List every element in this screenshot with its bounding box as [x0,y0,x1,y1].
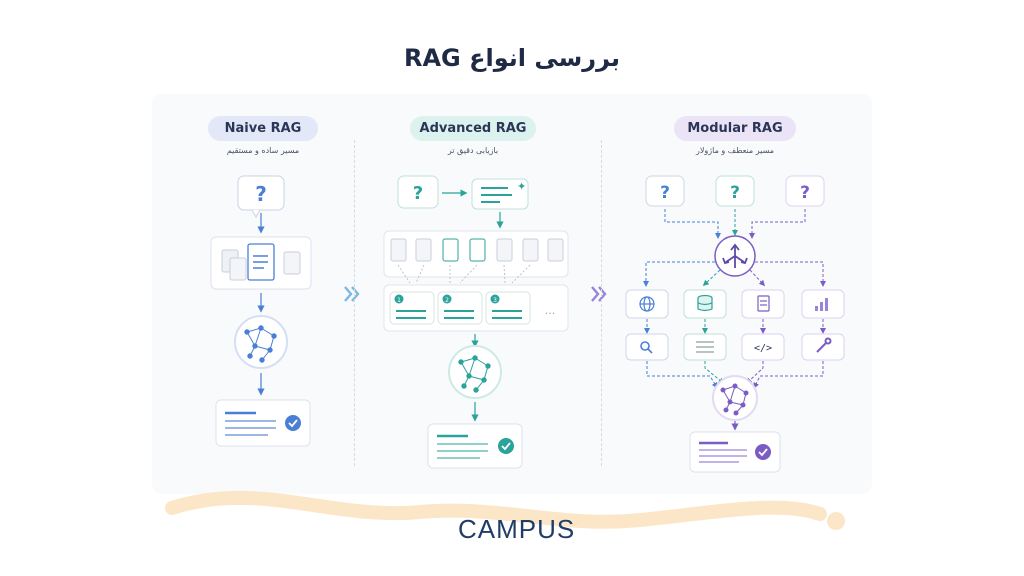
list-icon [696,341,714,353]
search-tool [625,333,669,361]
question-bubble [397,175,439,209]
question-icon: ? [255,182,267,206]
svg-text:3: 3 [493,297,497,304]
column-divider [601,140,602,466]
database-icon [697,294,713,312]
campus-logo: CAMPUS [458,514,576,544]
check-icon [498,438,514,454]
advanced-flow: ? ✦ 1 2 3 ... [383,175,569,469]
naive-flow: ? [210,175,312,447]
check-icon [755,444,771,460]
question-bubble [237,175,285,211]
naive-rag-subtitle: مسیر ساده و مستقیم [226,146,300,155]
svg-text:1: 1 [397,297,401,304]
question-icon: ? [730,183,740,203]
naive-rag-label: Naive RAG [208,116,318,141]
column-arrow-2 [591,286,607,302]
question-icon: ? [800,183,810,203]
advanced-rag-subtitle: بازیابی دقیق تر [447,146,499,155]
svg-text:2: 2 [445,297,449,304]
more-ellipsis: ... [545,304,556,317]
candidate-documents [390,238,564,262]
question-bubble-3 [785,175,825,207]
question-icon: ? [660,183,670,203]
question-bubble-2 [715,175,755,207]
bar-chart-icon [815,298,828,311]
wave-decoration [165,490,827,529]
column-divider [354,140,355,466]
modular-rag-label: Modular RAG [674,116,796,141]
question-bubble-1 [645,175,685,207]
code-tool [741,333,785,361]
search-icon [640,341,653,354]
modular-flow: ? ? ? [625,175,845,473]
advanced-rag-label: Advanced RAG [410,116,536,141]
code-icon: </> [754,343,772,354]
globe-icon [639,296,655,312]
sparkle-icon: ✦ [517,180,526,193]
document-icon [757,295,770,312]
check-icon [285,415,301,431]
column-arrow-1 [344,286,360,302]
modular-rag-subtitle: مسیر منعطف و ماژولار [695,146,775,155]
document-module [741,289,785,319]
question-icon: ? [413,183,423,204]
wave-dot [827,512,845,530]
wrench-icon [816,337,832,353]
page-title: بررسی انواع RAG [403,44,621,72]
